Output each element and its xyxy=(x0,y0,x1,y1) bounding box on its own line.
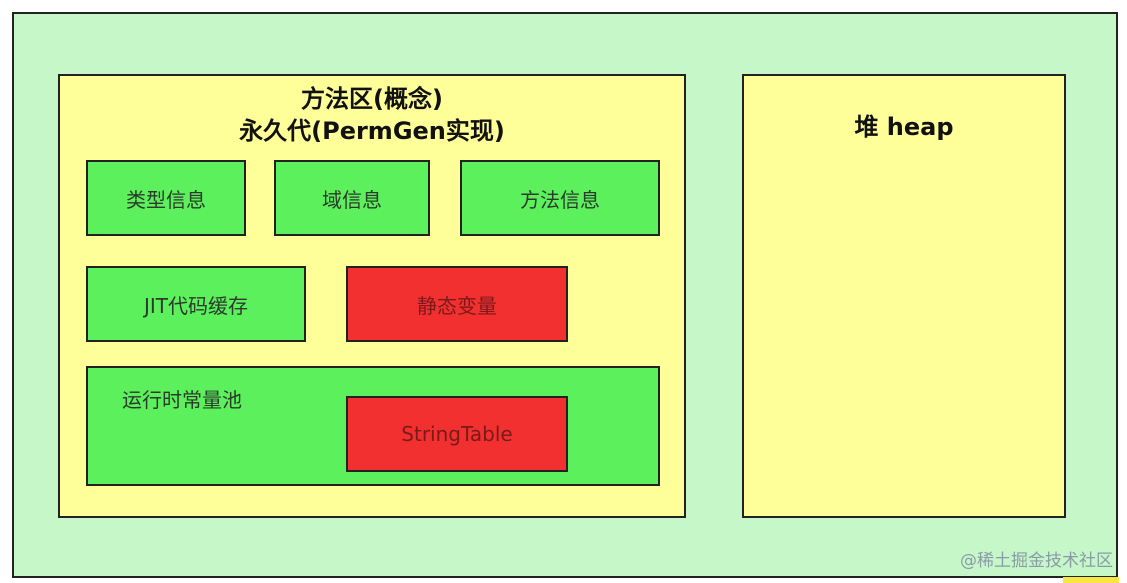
runtime-constant-pool: 运行时常量池 StringTable xyxy=(86,366,660,486)
class-info-block: 类型信息 xyxy=(86,160,246,236)
jit-cache-block: JIT代码缓存 xyxy=(86,266,306,342)
watermark: @稀土掘金技术社区 xyxy=(960,551,1113,571)
method-info-block: 方法信息 xyxy=(460,160,660,236)
runtime-pool-label: 运行时常量池 xyxy=(122,388,242,412)
method-info-label: 方法信息 xyxy=(520,187,600,212)
static-vars-label: 静态变量 xyxy=(417,293,497,318)
method-area-title: 方法区(概念) xyxy=(301,85,443,113)
field-info-label: 域信息 xyxy=(322,187,382,212)
jit-cache-label: JIT代码缓存 xyxy=(143,293,248,318)
string-table-block: StringTable xyxy=(346,396,568,472)
field-info-block: 域信息 xyxy=(274,160,430,236)
heap-area: 堆 heap xyxy=(742,74,1066,518)
string-table-label: StringTable xyxy=(401,422,513,446)
corner-mark xyxy=(1063,577,1119,583)
class-info-label: 类型信息 xyxy=(126,187,206,212)
method-area: 方法区(概念) 永久代(PermGen实现) 类型信息 域信息 方法信息 JIT… xyxy=(58,74,686,518)
heap-title: 堆 heap xyxy=(854,113,954,141)
method-area-subtitle: 永久代(PermGen实现) xyxy=(239,117,505,145)
static-vars-block: 静态变量 xyxy=(346,266,568,342)
